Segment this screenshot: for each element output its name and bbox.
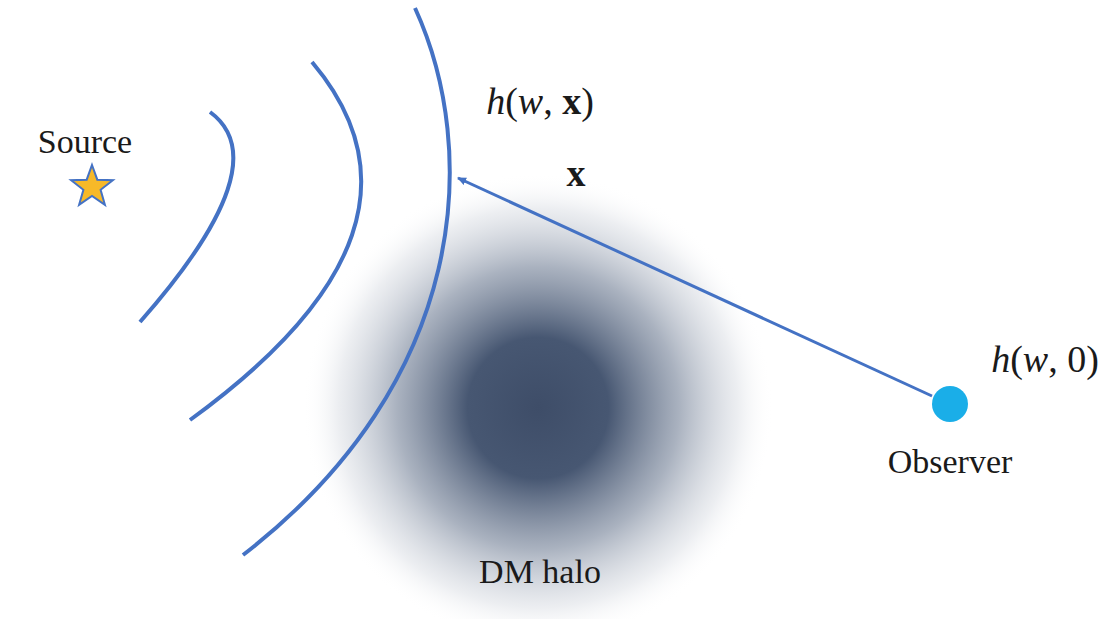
source-label: Source bbox=[38, 123, 132, 160]
math-label: h(w, x) bbox=[486, 81, 594, 123]
vector-label: x bbox=[567, 153, 586, 195]
math-label: h(w, 0) bbox=[991, 339, 1099, 381]
position-vector bbox=[458, 178, 932, 396]
halo-label: DM halo bbox=[479, 553, 601, 590]
observer-dot bbox=[932, 386, 968, 422]
source-label-box: Source bbox=[34, 119, 136, 164]
dm-halo-blob bbox=[303, 173, 773, 619]
observer-box: h(w, 0) Observer bbox=[884, 335, 1103, 485]
source-star bbox=[71, 165, 113, 205]
wavefront bbox=[140, 112, 233, 322]
observer-label: Observer bbox=[888, 443, 1013, 480]
wavefront bbox=[243, 8, 450, 555]
wavefront bbox=[190, 62, 361, 420]
dm-halo-box: DM halo bbox=[475, 549, 605, 594]
